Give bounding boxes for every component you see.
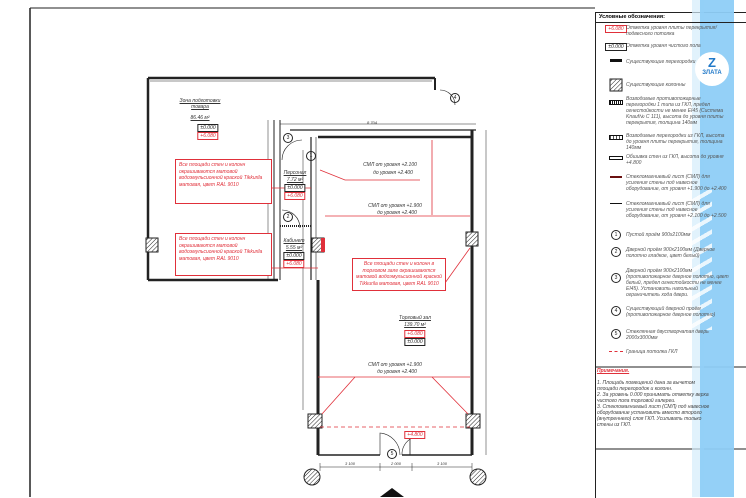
- door-type-4-symbol: 4: [611, 306, 621, 316]
- legend-text: Стеклянная двустворчатая дверь 2000х3000…: [626, 329, 709, 341]
- column: [465, 231, 479, 247]
- door-type-2-symbol: 2: [611, 247, 621, 257]
- legend-text: Возводимые противопожарные перегородки 1…: [626, 96, 724, 126]
- existing-partition-symbol: [610, 59, 622, 62]
- door-type-3-symbol: 3: [611, 273, 621, 283]
- legend-text: Стекломагниевый лист (СМЛ) для усиления …: [626, 174, 727, 192]
- door-type-5-symbol: 5: [611, 329, 621, 339]
- legend-title: Условные обозначения:: [596, 13, 746, 23]
- columns: [145, 231, 487, 486]
- wall-cladding-symbol: [609, 156, 623, 160]
- gkl-partition-symbol: [609, 135, 623, 140]
- existing-column-symbol: [609, 78, 623, 92]
- entrance-level-tag: +4.800: [404, 431, 426, 439]
- paint-note-sales: Все площади стен и колонн в торговом зал…: [352, 258, 446, 291]
- floor-level-tag: ±0.000: [197, 124, 219, 132]
- ceiling-level-tag: +6.080: [404, 330, 426, 338]
- column: [145, 237, 159, 253]
- door-marker-5: 5: [387, 449, 397, 459]
- legend-text: Отметка уровня чистого пола: [626, 43, 701, 49]
- notes-section: Примечания. 1. Площадь помещений дана за…: [597, 368, 717, 428]
- floor-level-tag: ±0.000: [404, 338, 426, 346]
- room-name: Зона подготовки товара: [179, 98, 221, 110]
- ceiling-level-tag: +6.080: [283, 260, 305, 268]
- legend-text: Дверной проём 900х2100мм (Дверное полотн…: [626, 247, 715, 259]
- round-column: [469, 468, 487, 486]
- decorative-stripes: [692, 190, 712, 330]
- room-area: 7.72 м²: [286, 177, 304, 183]
- floor-level-tag: ±0.000: [283, 252, 305, 260]
- room-area: 5.55 м²: [285, 245, 303, 251]
- legend-panel: Условные обозначения: +6.080 Отметка уро…: [595, 12, 746, 498]
- sml-label: до уровня +2.400: [377, 369, 417, 375]
- legend-text: Существующий дверной проём (противопожар…: [626, 306, 716, 318]
- door-type-1-symbol: 1: [611, 230, 621, 240]
- fire-partition-symbol: [609, 100, 623, 105]
- room-area: 139.70 м²: [404, 322, 426, 328]
- room-name: Персонал: [283, 170, 307, 176]
- dimension-top: 8 704: [366, 120, 378, 125]
- entrance-arrow-icon: [380, 488, 404, 497]
- sml-symbol: [610, 203, 622, 204]
- sml-label: СМЛ от уровня +2.100: [363, 162, 417, 168]
- legend-floor-tag: ±0.000: [605, 43, 627, 51]
- floor-level-tag: ±0.000: [284, 184, 306, 192]
- note-item: 2. За уровень 0.000 принимать отметку ве…: [597, 392, 709, 404]
- notes-title: Примечания.: [597, 368, 630, 374]
- gkl-ceiling-boundary-symbol: [609, 351, 623, 352]
- dimension-bottom: 3 100: [436, 461, 448, 466]
- legend-text: Обшивка стен из ГКЛ, высота до уровня +4…: [626, 154, 724, 166]
- legend-text: Возводимые перегородки из ГКЛ, высота до…: [626, 133, 725, 151]
- sml-label: до уровня +2.400: [373, 170, 413, 176]
- round-column: [303, 468, 321, 486]
- logo-letter: Z: [708, 55, 716, 70]
- room-name: Кабинет: [283, 238, 305, 244]
- legend-text: Существующие колонны: [626, 82, 686, 88]
- ceiling-level-tag: +6.080: [284, 192, 306, 200]
- sml-symbol: [610, 176, 622, 178]
- ceiling-level-tag: +6.080: [197, 132, 219, 140]
- note-item: 1. Площадь помещений дана за вычетом пло…: [597, 380, 695, 392]
- sml-label: СМЛ от уровня +1.900: [368, 203, 422, 209]
- dimension-bottom: 3 100: [344, 461, 356, 466]
- room-area: 86.46 м²: [190, 115, 210, 121]
- column: [307, 413, 323, 429]
- legend-text: Отметка уровня плиты перекрытия/подвесно…: [626, 25, 717, 37]
- sml-label: СМЛ от уровня +1.900: [368, 362, 422, 368]
- legend-text: Существующие перегородки: [626, 59, 696, 65]
- sml-label: до уровня +2.400: [377, 210, 417, 216]
- door-marker-2: 2: [283, 212, 293, 222]
- zlata-logo: Z ЗЛАТА: [695, 52, 729, 86]
- legend-ceiling-tag: +6.080: [605, 25, 627, 33]
- sml-panel: [321, 238, 325, 252]
- door-marker-4: 4: [450, 93, 460, 103]
- legend-text: Стекломагниевый лист (СМЛ) для усиления …: [626, 201, 727, 219]
- door-marker-1: 1: [306, 151, 316, 161]
- logo-name: ЗЛАТА: [702, 70, 722, 76]
- room-name: Торговый зал: [399, 315, 431, 321]
- paint-note-office: Все площади стен и колонн окрашиваются м…: [175, 233, 272, 276]
- sml-leaders: [270, 140, 471, 455]
- legend-text: Граница потолка ГКЛ: [626, 349, 678, 355]
- legend-text: Пустой проём 900х2100мм: [626, 232, 691, 238]
- paint-note-staff: Все площади стен и колонн окрашиваются м…: [175, 159, 272, 204]
- dimension-bottom: 2 000: [390, 461, 402, 466]
- door-marker-3: 3: [283, 133, 293, 143]
- column: [465, 413, 481, 429]
- legend-text: Дверной проём 900х2100мм (противопожарно…: [626, 268, 729, 298]
- note-item: 3. Стекломагниевый лист (СМЛ) под навесн…: [597, 404, 710, 428]
